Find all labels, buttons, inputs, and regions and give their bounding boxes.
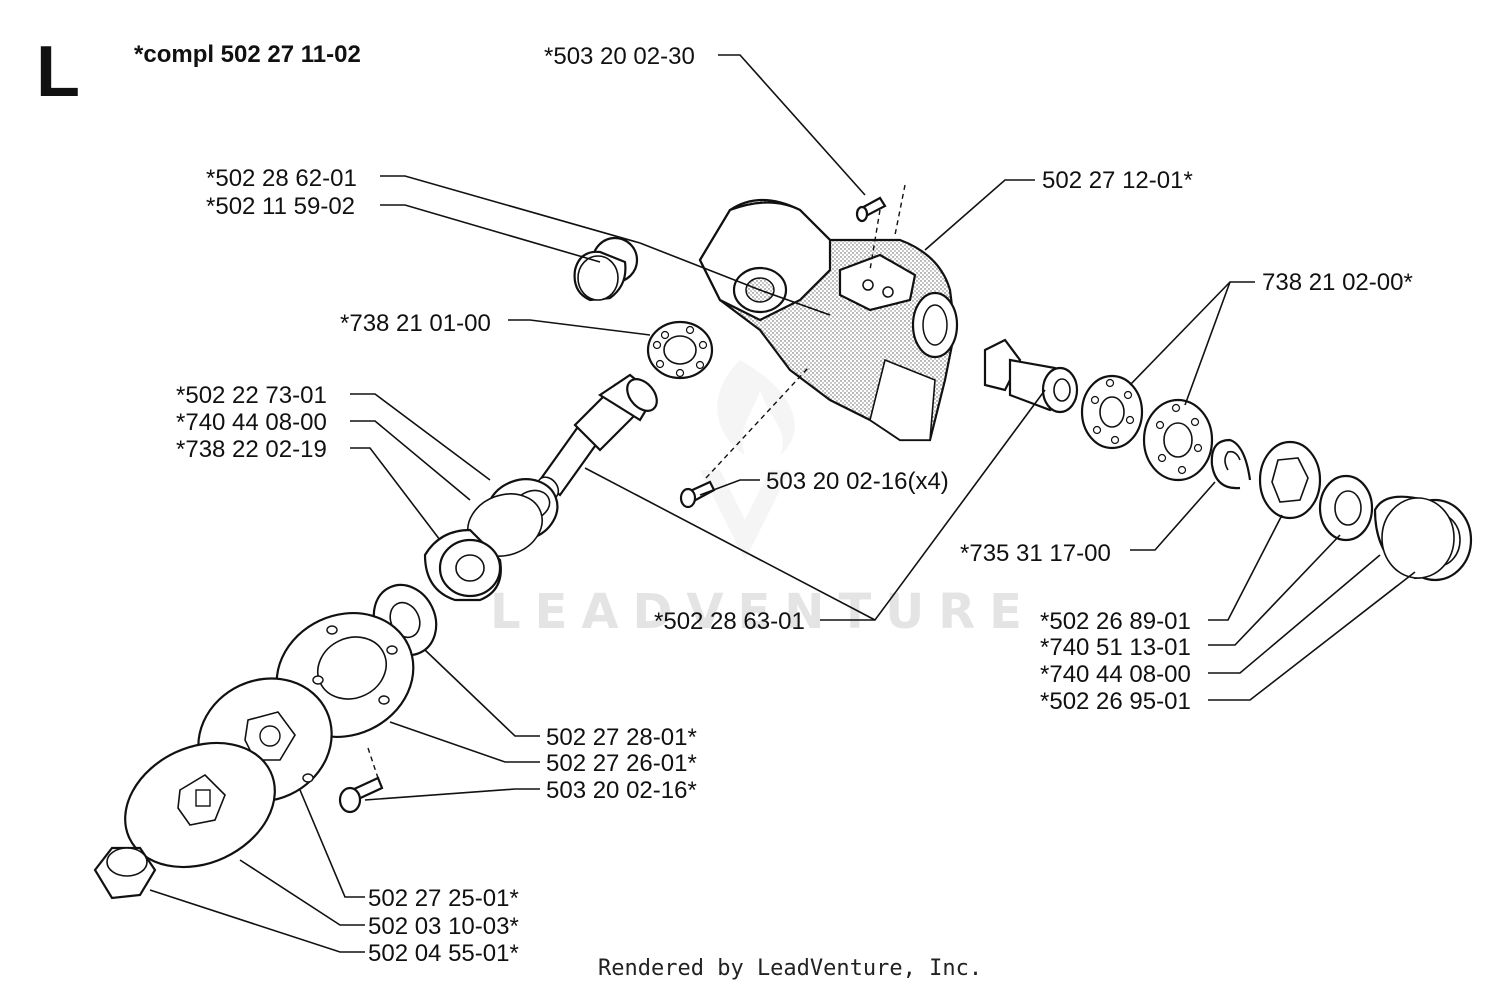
- end-cap: [1373, 495, 1473, 582]
- screw-top: [855, 184, 906, 271]
- leader-lines: [149, 54, 1416, 953]
- label-503-20-02-16-x4: 503 20 02-16(x4): [766, 468, 949, 495]
- label-740-44-08-00-right: *740 44 08-00: [1040, 661, 1191, 688]
- bearing-right-1: [1080, 374, 1144, 450]
- watermark-text: LEADVENTURE: [490, 584, 1036, 640]
- gear-housing: [698, 199, 959, 442]
- bearing-upper: [646, 320, 714, 380]
- screw-housing: [679, 367, 809, 509]
- label-502-28-62-01: *502 28 62-01: [206, 165, 357, 192]
- label-503-20-02-30: *503 20 02-30: [544, 43, 695, 70]
- label-502-22-73-01: *502 22 73-01: [176, 382, 327, 409]
- bevel-gear-shaft: [536, 373, 658, 500]
- section-letter: L: [36, 32, 80, 112]
- label-735-31-17-00: *735 31 17-00: [960, 540, 1111, 567]
- screw-lower: [338, 747, 384, 814]
- nut: [93, 846, 157, 900]
- bearing-lower: [423, 528, 502, 602]
- bushing: [467, 478, 559, 557]
- label-502-03-10-03: 502 03 10-03*: [368, 913, 519, 940]
- guard-cup: [124, 741, 276, 869]
- label-738-21-01-00: *738 21 01-00: [340, 310, 491, 337]
- kit-label: *compl 502 27 11-02: [134, 41, 361, 68]
- label-502-27-12-01: 502 27 12-01*: [1042, 167, 1193, 194]
- label-502-27-25-01: 502 27 25-01*: [368, 885, 519, 912]
- label-502-27-26-01: 502 27 26-01*: [546, 750, 697, 777]
- label-738-21-02-00: 738 21 02-00*: [1262, 269, 1413, 296]
- label-740-44-08-00-left: *740 44 08-00: [176, 409, 327, 436]
- label-738-22-02-19: *738 22 02-19: [176, 436, 327, 463]
- watermark-logo: [700, 360, 795, 560]
- circlip: [1210, 438, 1252, 490]
- label-502-04-55-01: 502 04 55-01*: [368, 940, 519, 967]
- seal-ring: [1318, 474, 1374, 542]
- label-502-28-63-01: *502 28 63-01: [654, 608, 805, 635]
- label-502-26-95-01: *502 26 95-01: [1040, 688, 1191, 715]
- hex-washer: [1258, 440, 1322, 520]
- plug-cap: [573, 236, 639, 302]
- label-503-20-02-16: 503 20 02-16*: [546, 777, 697, 804]
- label-502-27-28-01: 502 27 28-01*: [546, 724, 697, 751]
- label-502-26-89-01: *502 26 89-01: [1040, 608, 1191, 635]
- pinion-shaft: [983, 338, 1079, 414]
- bearing-right-2: [1142, 398, 1214, 482]
- credit-text: Rendered by LeadVenture, Inc.: [598, 956, 982, 981]
- label-502-11-59-02: *502 11 59-02: [206, 193, 355, 220]
- label-740-51-13-01: *740 51 13-01: [1040, 634, 1191, 661]
